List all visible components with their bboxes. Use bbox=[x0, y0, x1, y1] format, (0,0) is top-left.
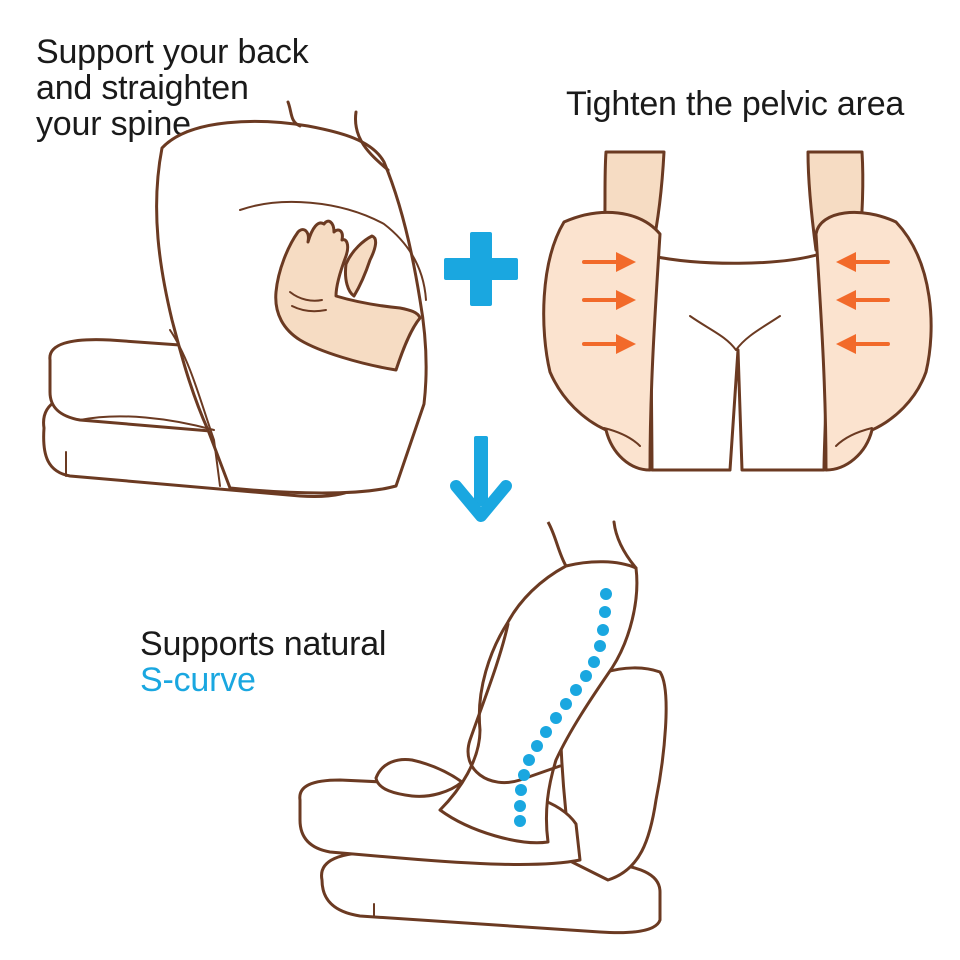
right-side-cushion bbox=[816, 212, 931, 470]
head-back-line bbox=[614, 522, 636, 568]
seat-cushion-back-support-illustration bbox=[44, 102, 427, 496]
pelvic-cushion-illustration bbox=[544, 152, 931, 470]
plus-icon bbox=[444, 232, 518, 306]
legs bbox=[651, 254, 826, 470]
left-side-cushion bbox=[544, 212, 660, 470]
hands-on-lap bbox=[376, 760, 462, 797]
arrow-down-icon bbox=[456, 436, 506, 516]
seated-person-illustration bbox=[300, 522, 666, 933]
